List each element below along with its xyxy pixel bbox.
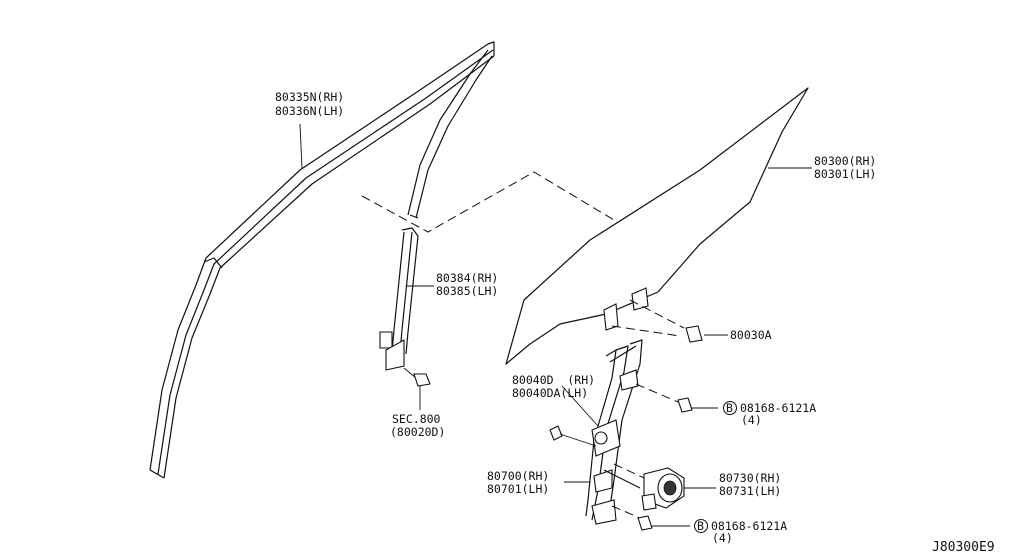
diagram-reference-code: J80300E9 <box>932 540 995 555</box>
sec-sub-label: (80020D) <box>390 425 445 439</box>
window-regulator <box>585 339 643 525</box>
regulator-motor <box>613 463 685 511</box>
sec-800-bolt <box>403 367 431 387</box>
front-sash-channel <box>149 41 495 479</box>
upper-bolt-label-rh: 80040D (RH) <box>512 373 595 387</box>
b-bolt-upper-part: 08168-6121A <box>740 401 816 415</box>
sash-front-label-lh: 80336N(LH) <box>275 104 344 118</box>
b-bolt-lower-part: 08168-6121A <box>711 519 787 533</box>
glass-bolt-label: 80030A <box>730 328 772 342</box>
leader-lines <box>299 123 812 527</box>
glass-label-rh: 80300(RH) <box>814 154 876 168</box>
motor-label-lh: 80731(LH) <box>719 484 781 498</box>
upper-pivot-bolt <box>549 425 597 447</box>
assembly-dashed-line <box>361 171 615 233</box>
b-bolt-upper-prefix: B <box>726 401 733 415</box>
upper-bolt-label-lh: 80040DA(LH) <box>512 386 588 400</box>
b-bolt-lower-qty: (4) <box>712 531 733 545</box>
motor-label-rh: 80730(RH) <box>719 471 781 485</box>
b-bolt-lower-prefix: B <box>697 519 704 533</box>
sash-front-label-rh: 80335N(RH) <box>275 90 344 104</box>
glass-mount-bolt <box>611 299 703 343</box>
regulator-label-lh: 80701(LH) <box>487 482 549 496</box>
b-bolt-lower-callout: B 08168-6121A (4) <box>694 519 787 545</box>
b-circle-icon <box>694 519 708 533</box>
b-bolt-upper-qty: (4) <box>741 413 762 427</box>
front-sash-leg <box>407 49 493 219</box>
b-circle-icon <box>723 401 737 415</box>
b-bolt-lower <box>611 505 653 531</box>
door-glass <box>505 87 809 365</box>
b-bolt-upper <box>635 383 693 413</box>
rear-sash-channel <box>379 227 419 371</box>
b-bolt-upper-callout: B 08168-6121A (4) <box>723 401 816 427</box>
sec-label: SEC.800 <box>392 412 441 426</box>
sash-rear-label-rh: 80384(RH) <box>436 271 498 285</box>
glass-label-lh: 80301(LH) <box>814 167 876 181</box>
regulator-label-rh: 80700(RH) <box>487 469 549 483</box>
sash-rear-label-lh: 80385(LH) <box>436 284 498 298</box>
